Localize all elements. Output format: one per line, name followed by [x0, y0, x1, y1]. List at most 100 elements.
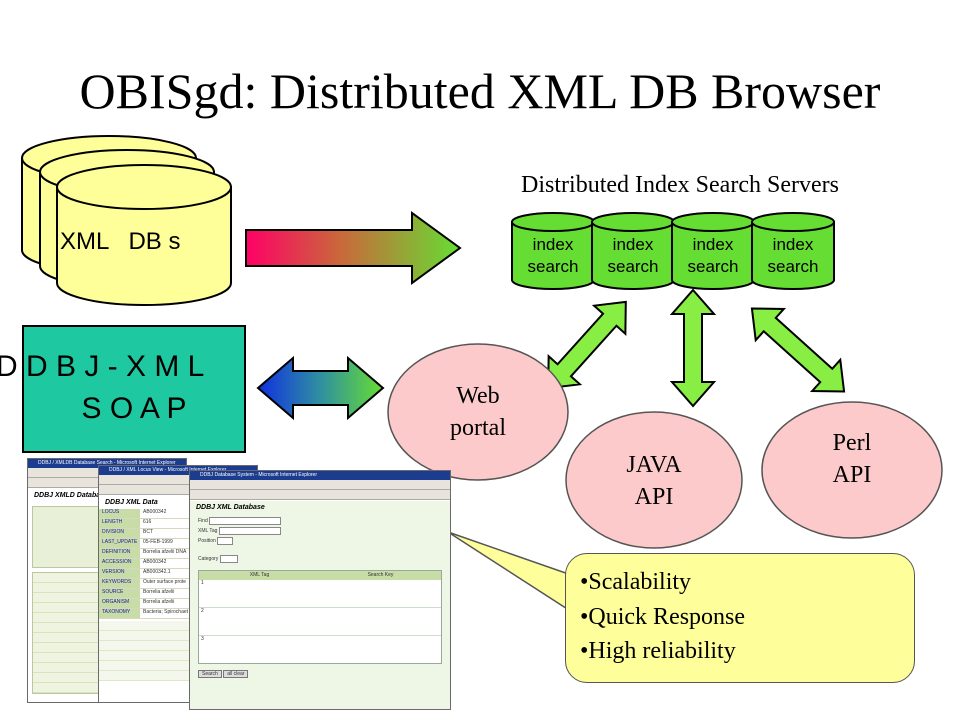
row-value: AB000342 — [143, 559, 167, 565]
column-header-xml-tag: XML Tag — [249, 572, 270, 578]
find-label: Find — [198, 518, 208, 524]
index-server-label-2-line2: search — [607, 257, 659, 276]
window-addressbar — [190, 490, 450, 500]
xml-tag-label: XML Tag — [198, 528, 218, 534]
index-server-label-4-line1: index — [772, 235, 814, 254]
xml-tag-select[interactable] — [218, 526, 281, 535]
search-form: Find XML Tag Position Category — [190, 514, 450, 566]
feature-item: Quick Response — [580, 600, 745, 635]
row-value: 05-FEB-1999 — [143, 539, 173, 545]
java-api-line1: JAVA — [626, 452, 682, 478]
web-portal-ellipse — [387, 343, 569, 481]
criteria-row-number: 3 — [201, 636, 204, 642]
java-api-line2: API — [634, 484, 674, 510]
row-value: Borrelia afzelii DNA — [143, 549, 187, 555]
portal-index-arrow — [547, 300, 627, 390]
soap-box-line1: D D B J - X M L — [0, 350, 205, 383]
find-field-row: Find — [198, 516, 442, 526]
criteria-row: 2 — [199, 608, 441, 636]
web-portal-line1: Web — [456, 383, 500, 409]
form-buttons: Search all clear — [190, 668, 450, 680]
row-key: DEFINITION — [99, 549, 140, 558]
window-addressbar — [99, 485, 257, 495]
criteria-row: 3 — [199, 636, 441, 663]
all-clear-button[interactable]: all clear — [223, 670, 249, 678]
row-value: 616 — [143, 519, 152, 525]
page-title: OBISgd: Distributed XML DB Browser — [79, 63, 881, 119]
java-api-ellipse — [565, 411, 743, 549]
window-menubar — [99, 475, 257, 485]
position-row: Position — [198, 536, 442, 546]
row-value: BCT — [143, 529, 153, 535]
xml-tag-row: XML Tag — [198, 526, 442, 536]
row-key: LAST_UPDATE — [99, 539, 140, 548]
criteria-row-number: 1 — [201, 580, 204, 586]
criteria-row: 1 — [199, 580, 441, 608]
servers-label: Distributed Index Search Servers — [521, 172, 839, 198]
category-row: Category — [198, 554, 442, 564]
index-server-label-4: index search — [752, 234, 834, 278]
index-server-label-3-line2: search — [687, 257, 739, 276]
perl-api-ellipse — [761, 401, 943, 539]
soap-box — [22, 325, 246, 453]
row-value: Borrelia afzelii — [143, 599, 175, 605]
perl-api-line2: API — [832, 462, 872, 488]
row-key: LENGTH — [99, 519, 140, 528]
category-label: Category — [198, 556, 219, 562]
index-server-label-1-line2: search — [527, 257, 579, 276]
web-portal-label: Web portal — [400, 380, 556, 444]
row-key: KEYWORDS — [99, 579, 140, 588]
screenshot-search-form: DDBJ Database System - Microsoft Interne… — [189, 470, 451, 710]
xml-db-cylinder-front — [56, 164, 232, 306]
criteria-header: XML Tag Search Key — [199, 571, 441, 580]
window-heading: DDBJ XMLD Database (1 ac — [34, 492, 126, 499]
perl-index-arrow — [750, 307, 846, 393]
find-input[interactable] — [209, 516, 282, 525]
window-heading: DDBJ XML Database — [196, 504, 265, 511]
row-value: Outer surface prote — [143, 579, 187, 585]
row-value: AB000342.1 — [143, 569, 171, 575]
java-index-arrow — [669, 288, 717, 408]
column-header-search-key: Search Key — [367, 572, 394, 578]
index-server-label-1: index search — [512, 234, 594, 278]
window-title: DDBJ / XML Locus View - Microsoft Intern… — [99, 466, 257, 475]
row-key: DIVISION — [99, 529, 140, 538]
row-key: ACCESSION — [99, 559, 140, 568]
row-key: LOCUS — [99, 509, 140, 518]
window-content: DDBJ XML Database Find XML Tag Position … — [190, 501, 450, 709]
position-label: Position — [198, 538, 216, 544]
row-value: Bacteria; Spirochaet — [143, 609, 189, 615]
perl-api-label: Perl API — [774, 427, 930, 491]
row-key: TAXONOMY — [99, 609, 140, 618]
position-select[interactable] — [217, 536, 234, 545]
web-portal-line2: portal — [450, 415, 506, 441]
feature-item: High reliability — [580, 634, 745, 669]
soap-box-line2: S O A P — [81, 392, 187, 425]
row-key: VERSION — [99, 569, 140, 578]
index-server-cylinder-4 — [751, 212, 835, 290]
window-menubar — [190, 480, 450, 490]
criteria-row-number: 2 — [201, 608, 204, 614]
category-select[interactable] — [219, 554, 238, 563]
index-server-label-1-line1: index — [532, 235, 574, 254]
search-button[interactable]: Search — [198, 670, 222, 678]
criteria-table: XML Tag Search Key 1 2 3 — [198, 570, 442, 664]
java-api-label: JAVA API — [576, 449, 732, 513]
index-server-label-3: index search — [672, 234, 754, 278]
feature-item: Scalability — [580, 565, 745, 600]
index-server-label-3-line1: index — [692, 235, 734, 254]
features-list: Scalability Quick Response High reliabil… — [580, 565, 745, 669]
row-value: AB000342 — [143, 509, 167, 515]
callout-pointer — [447, 531, 581, 614]
